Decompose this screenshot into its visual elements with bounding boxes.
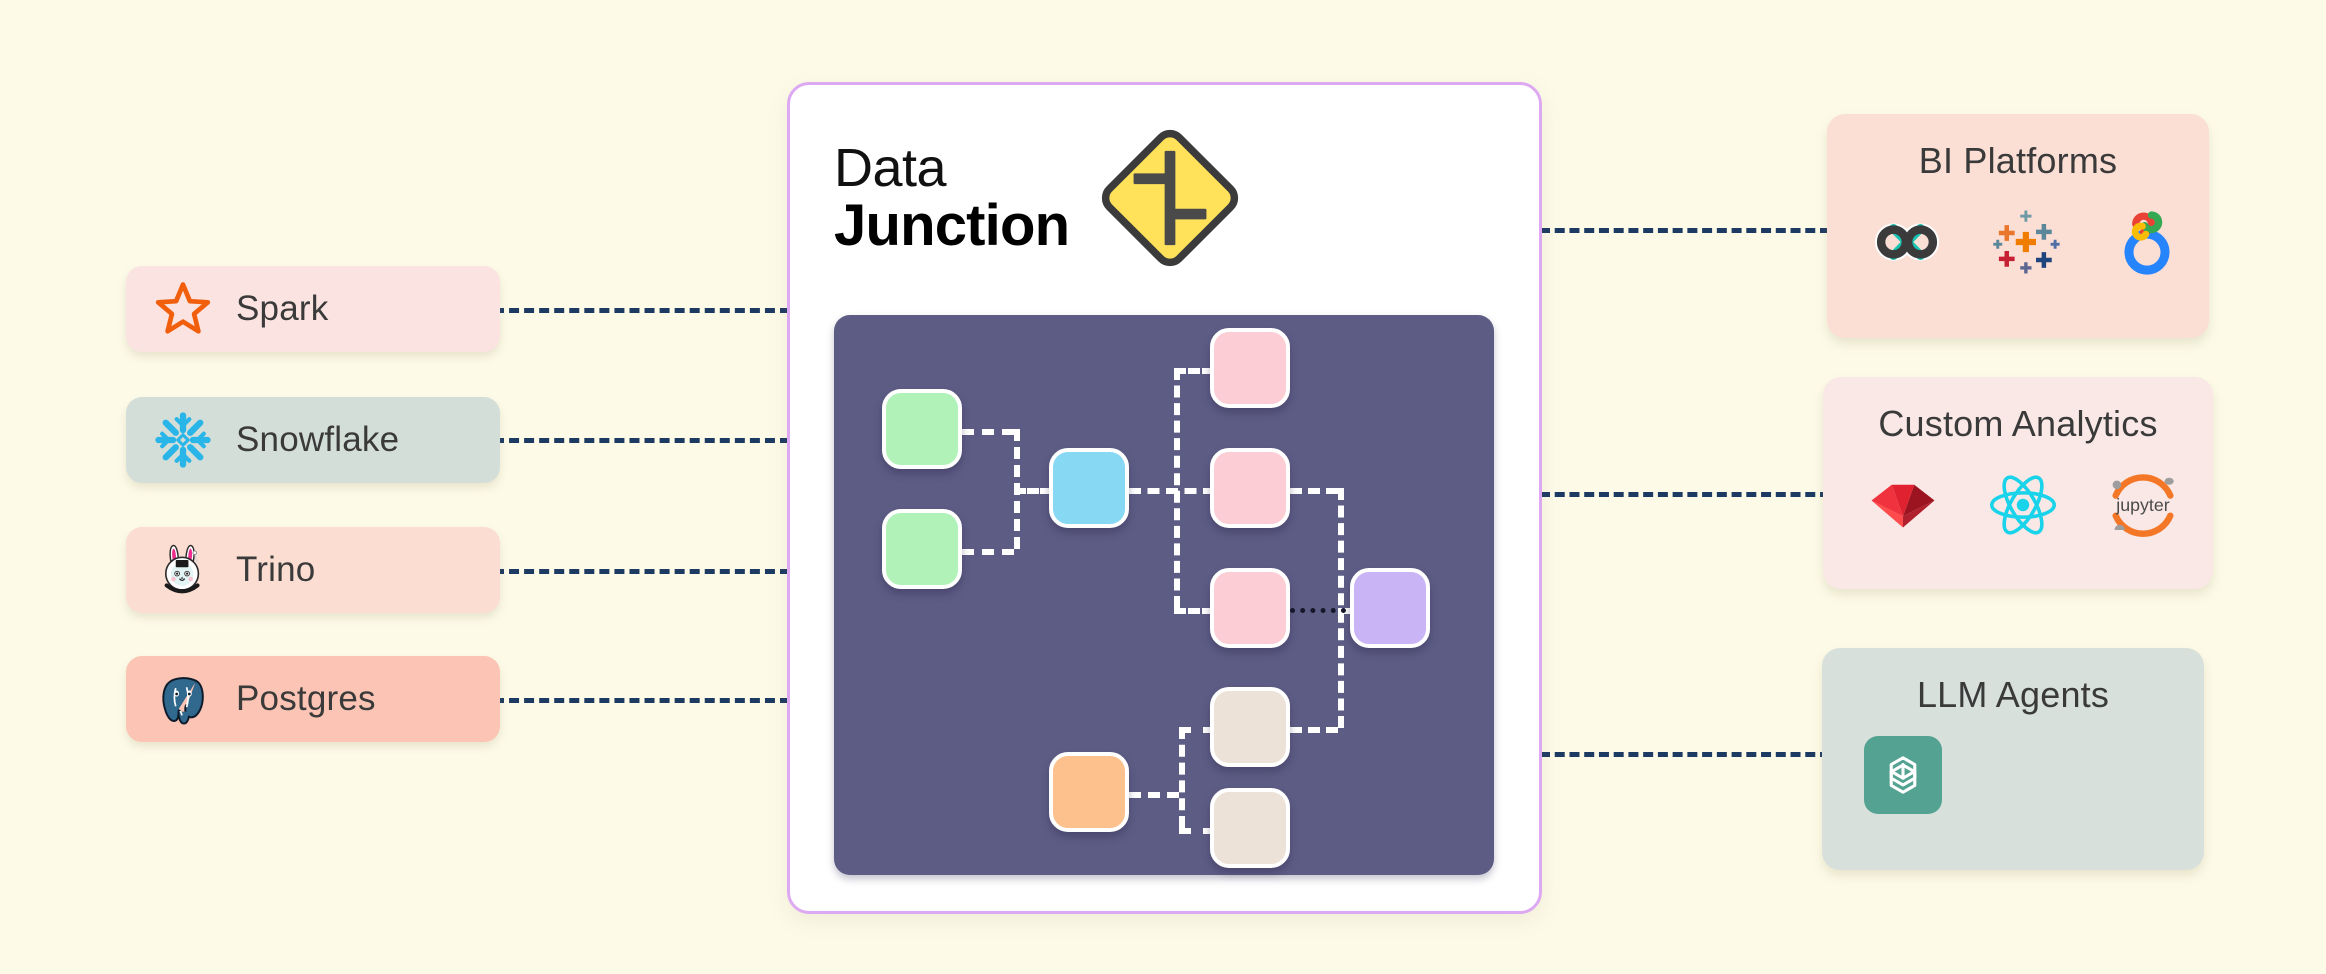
target-title-bi-platforms: BI Platforms (1918, 140, 2118, 181)
dag-node-dim-2[interactable] (1210, 448, 1290, 528)
dag-edge-seed-out (1129, 792, 1179, 798)
dag-edge-dim-bus (1174, 368, 1180, 608)
looker-icon (1869, 204, 1945, 280)
snowflake-icon (152, 409, 214, 471)
react-icon (1985, 467, 2061, 543)
target-card-custom-analytics[interactable]: Custom Analytics (1823, 377, 2213, 589)
connector-custom-analytics (1540, 492, 1830, 497)
openai-icon (1864, 736, 1942, 814)
dag-edge-dim2-out (1290, 488, 1338, 494)
dag-edge-srcb-out (962, 549, 1014, 555)
data-junction-card: Data Junction (787, 82, 1542, 914)
streamlit-icon (1865, 467, 1941, 543)
looker-studio-icon (2109, 204, 2185, 280)
dag-panel (834, 315, 1494, 875)
dag-edge-bus-dim3 (1174, 608, 1214, 614)
target-title-llm-agents: LLM Agents (1916, 674, 2110, 715)
postgres-icon (152, 668, 214, 730)
dag-node-fact-1[interactable] (1210, 687, 1290, 767)
source-label-spark: Spark (236, 289, 329, 328)
jupyter-icon: jupyter (2105, 467, 2181, 543)
target-icon-row-custom-analytics: jupyter (1823, 467, 2213, 543)
spark-icon (152, 278, 214, 340)
target-title-custom-analytics: Custom Analytics (1878, 403, 2158, 444)
source-card-postgres[interactable]: Postgres (126, 656, 500, 742)
source-label-trino: Trino (236, 550, 316, 589)
dag-edge-bus-dim1 (1174, 368, 1214, 374)
dag-edge-stage-out (1129, 488, 1215, 494)
dag-edge-dim3-metric-dotted (1290, 608, 1346, 613)
connector-spark (494, 308, 790, 313)
connector-trino (494, 569, 790, 574)
connector-bi-platforms (1540, 228, 1830, 233)
dag-node-dim-1[interactable] (1210, 328, 1290, 408)
dag-node-seed[interactable] (1049, 752, 1129, 832)
dag-edge-bus-metric (1338, 608, 1354, 614)
dag-node-fact-2[interactable] (1210, 788, 1290, 868)
dag-edge-bus-fact2 (1179, 828, 1215, 834)
connector-snowflake (494, 438, 790, 443)
source-card-snowflake[interactable]: Snowflake (126, 397, 500, 483)
target-icon-row-llm-agents (1822, 736, 2204, 814)
source-label-postgres: Postgres (236, 679, 376, 718)
dag-node-metric[interactable] (1350, 568, 1430, 648)
target-card-llm-agents[interactable]: LLM Agents (1822, 648, 2204, 870)
svg-text:jupyter: jupyter (2115, 495, 2169, 515)
dag-edge-fact-bus (1179, 727, 1185, 828)
dag-node-source-a[interactable] (882, 389, 962, 469)
dag-node-stage[interactable] (1049, 448, 1129, 528)
dag-node-source-b[interactable] (882, 509, 962, 589)
brand-text: Data Junction (834, 137, 1070, 258)
dag-edge-bus-stage (1014, 488, 1052, 494)
tableau-icon (1989, 204, 2065, 280)
brand-line-junction: Junction (834, 192, 1070, 258)
source-card-trino[interactable]: Trino (126, 527, 500, 613)
dag-edge-fact1-out (1290, 727, 1338, 733)
target-icon-row-bi-platforms (1827, 204, 2209, 280)
connector-postgres (494, 698, 790, 703)
target-card-bi-platforms[interactable]: BI Platforms (1827, 114, 2209, 338)
source-label-snowflake: Snowflake (236, 420, 400, 459)
brand-line-data: Data (834, 137, 947, 198)
brand-lockup: Data Junction (834, 123, 1245, 273)
connector-llm-agents (1540, 752, 1830, 757)
junction-road-sign-icon (1095, 123, 1245, 273)
trino-icon (152, 539, 214, 601)
dag-node-dim-3[interactable] (1210, 568, 1290, 648)
source-card-spark[interactable]: Spark (126, 266, 500, 352)
dag-edge-bus-fact1 (1179, 727, 1215, 733)
dag-edge-srca-out (962, 429, 1014, 435)
